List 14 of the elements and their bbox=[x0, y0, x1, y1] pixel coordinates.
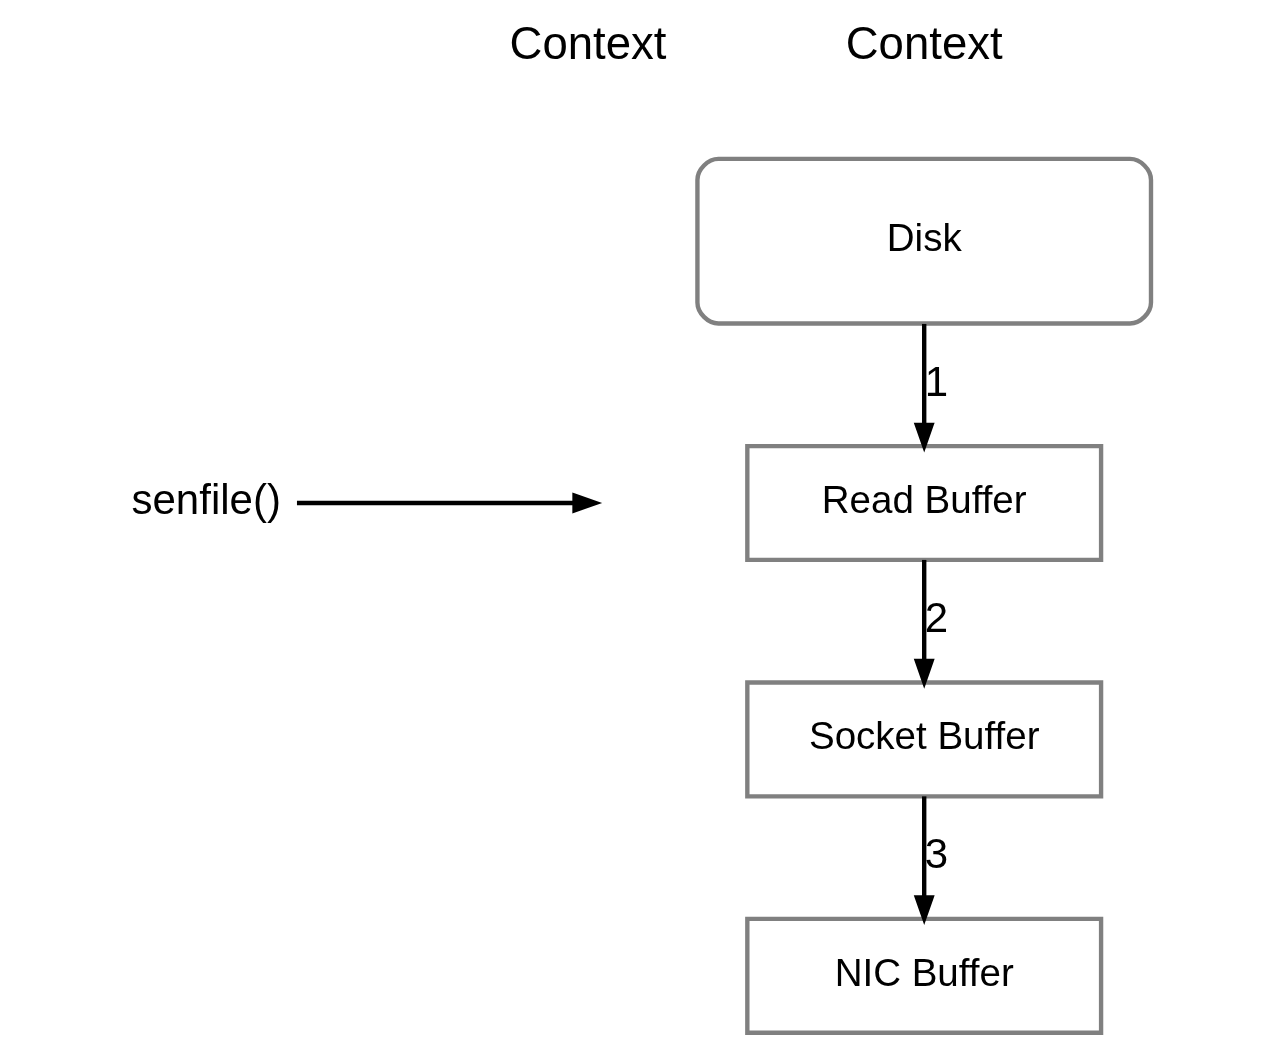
node-box: Socket Buffer bbox=[744, 680, 1103, 799]
edge-label: 2 bbox=[924, 594, 948, 642]
node-box: Read Buffer bbox=[744, 443, 1103, 563]
node-box: NIC Buffer bbox=[744, 916, 1103, 1035]
arrow bbox=[913, 323, 935, 453]
node-box: Disk bbox=[694, 156, 1153, 326]
arrow bbox=[913, 559, 935, 689]
edge-label: 1 bbox=[924, 357, 948, 405]
label: Context bbox=[845, 17, 1003, 69]
node-text: senfile() bbox=[130, 475, 281, 523]
label: Context bbox=[509, 17, 666, 69]
edge-label: 3 bbox=[924, 830, 948, 878]
arrow bbox=[913, 796, 935, 926]
arrow bbox=[296, 492, 602, 514]
